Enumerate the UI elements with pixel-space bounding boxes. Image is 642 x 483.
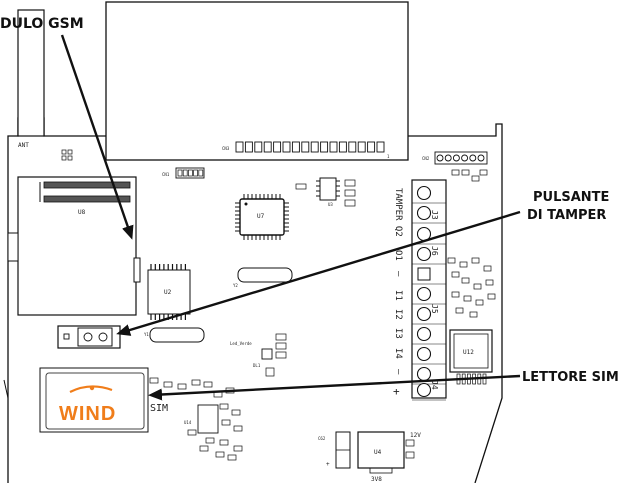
j4-label: J4: [430, 380, 439, 390]
sim-callout-arrow: [148, 374, 521, 401]
callout-sim-reader: LETTORE SIM: [522, 370, 619, 385]
u3-chip: [319, 177, 337, 201]
u14-chip: [197, 404, 219, 434]
u3-pins: [316, 180, 340, 197]
right-components: [447, 169, 496, 318]
terminal-screws: [412, 185, 446, 401]
u8-label: U8: [78, 209, 86, 216]
u3-label: U3: [328, 202, 333, 207]
u7-chip: [239, 198, 285, 236]
cn3-connector: [235, 141, 385, 153]
cn1-label: CN1: [162, 172, 170, 177]
i4-label: I4: [393, 348, 403, 359]
u12-label: U12: [463, 349, 474, 356]
led-verde-label: Led_Verde: [230, 341, 252, 346]
u2-chip: [147, 269, 191, 315]
tamper-q2-label: TAMPER Q2: [393, 188, 403, 237]
u7-pins: [235, 194, 289, 240]
gsm-top-board: [105, 1, 409, 161]
u7-label: U7: [257, 213, 265, 220]
minus-label-a: –: [393, 271, 403, 277]
cn1-connector: [175, 167, 205, 179]
cn1-pins: [177, 169, 204, 177]
j5-label: J5: [430, 304, 439, 314]
cn2-label: CN2: [422, 156, 430, 161]
u2-label: U2: [164, 289, 172, 296]
j3-label: J3: [430, 210, 439, 220]
terminal-block: [411, 179, 447, 399]
y2-label: Y2: [233, 283, 238, 288]
12v-label: 12V: [410, 432, 421, 439]
d4-mark: 1: [387, 154, 390, 159]
gsm-callout-arrow: [60, 34, 134, 240]
u8-pin-row-2: [43, 195, 131, 203]
y1-crystal: [149, 327, 205, 343]
callout-tamper-line2: DI TAMPER: [527, 208, 606, 223]
i3-label: I3: [393, 328, 403, 339]
y2-crystal: [237, 267, 293, 283]
3v8-label: 3V8: [371, 476, 382, 483]
plus-label: +: [393, 385, 400, 398]
callout-tamper-line1: PULSANTE: [533, 190, 609, 205]
u12-chip: [449, 329, 493, 373]
tamper-callout-arrow: [116, 210, 521, 336]
sim-label: SIM: [150, 403, 168, 414]
u14-label: U14: [184, 420, 192, 425]
u4-chip: [357, 431, 405, 469]
antenna: [17, 9, 45, 137]
wind-logo: WIND: [59, 403, 116, 425]
dl1-led: [261, 348, 273, 360]
sim-card: [45, 372, 145, 430]
callout-gsm-module: DULO GSM: [0, 16, 84, 32]
u8-pin-row-1: [43, 181, 131, 189]
j6-label: J6: [430, 246, 439, 256]
bottom-components: [149, 377, 243, 461]
u4-label: U4: [374, 449, 382, 456]
ant-label: ANT: [18, 142, 29, 149]
c62-label: C62: [318, 436, 326, 441]
tamper-switch: [57, 325, 121, 349]
y1-label: Y1: [144, 332, 149, 337]
o1-label: O1: [393, 250, 403, 261]
minus-label-b: –: [393, 369, 403, 375]
i2-label: I2: [393, 309, 403, 320]
dl1-label: DL1: [253, 363, 261, 368]
cn3-label: CN3: [222, 146, 230, 151]
i1-label: I1: [393, 290, 403, 301]
c62-plus: +: [326, 461, 330, 468]
cn2-pins: [436, 154, 485, 162]
